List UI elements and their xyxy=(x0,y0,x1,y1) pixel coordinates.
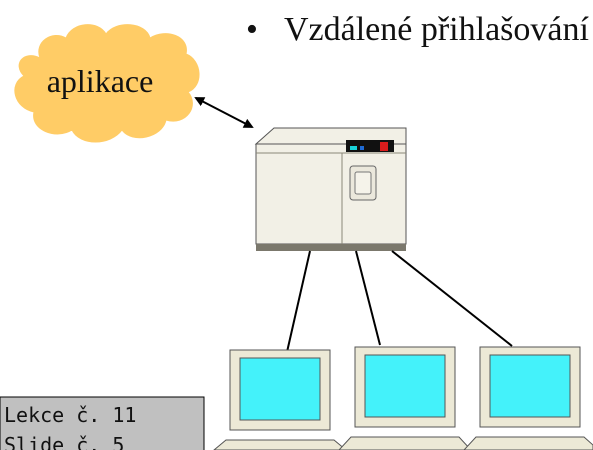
slide-number: Slide č. 5 xyxy=(4,433,124,450)
server-drive-slot xyxy=(354,171,372,195)
server-light-red xyxy=(380,142,388,151)
link-terminal-2 xyxy=(355,250,381,346)
link-terminal-3 xyxy=(391,250,513,347)
terminal-icon-1 xyxy=(213,349,347,450)
terminal-3-screen xyxy=(489,354,571,418)
terminal-icon-3 xyxy=(463,346,593,450)
link-terminal-1 xyxy=(286,250,311,353)
server-light-cyan xyxy=(350,146,357,150)
terminal-1-screen xyxy=(239,357,321,421)
cloud-label: aplikace xyxy=(47,63,154,99)
terminal-1-keyboard xyxy=(213,439,347,450)
application-cloud: aplikace xyxy=(14,24,200,143)
terminal-2-screen xyxy=(364,354,446,418)
title-bullet: • xyxy=(246,11,258,48)
lecture-number: Lekce č. 11 xyxy=(4,403,136,427)
terminal-2-keyboard xyxy=(338,436,472,450)
cloud-shape xyxy=(14,24,200,143)
info-box-background xyxy=(0,396,205,450)
cloud-server-arrow xyxy=(194,97,254,128)
terminal-icon-2 xyxy=(338,346,472,450)
server-body xyxy=(255,143,407,245)
server-base xyxy=(256,244,406,251)
server-light-blue xyxy=(360,146,364,150)
server-icon xyxy=(254,127,407,251)
lecture-info-box: Lekce č. 11 Slide č. 5 xyxy=(0,396,205,450)
slide-title: Vzdálené přihlašování xyxy=(284,11,589,48)
terminal-3-keyboard xyxy=(463,436,593,450)
